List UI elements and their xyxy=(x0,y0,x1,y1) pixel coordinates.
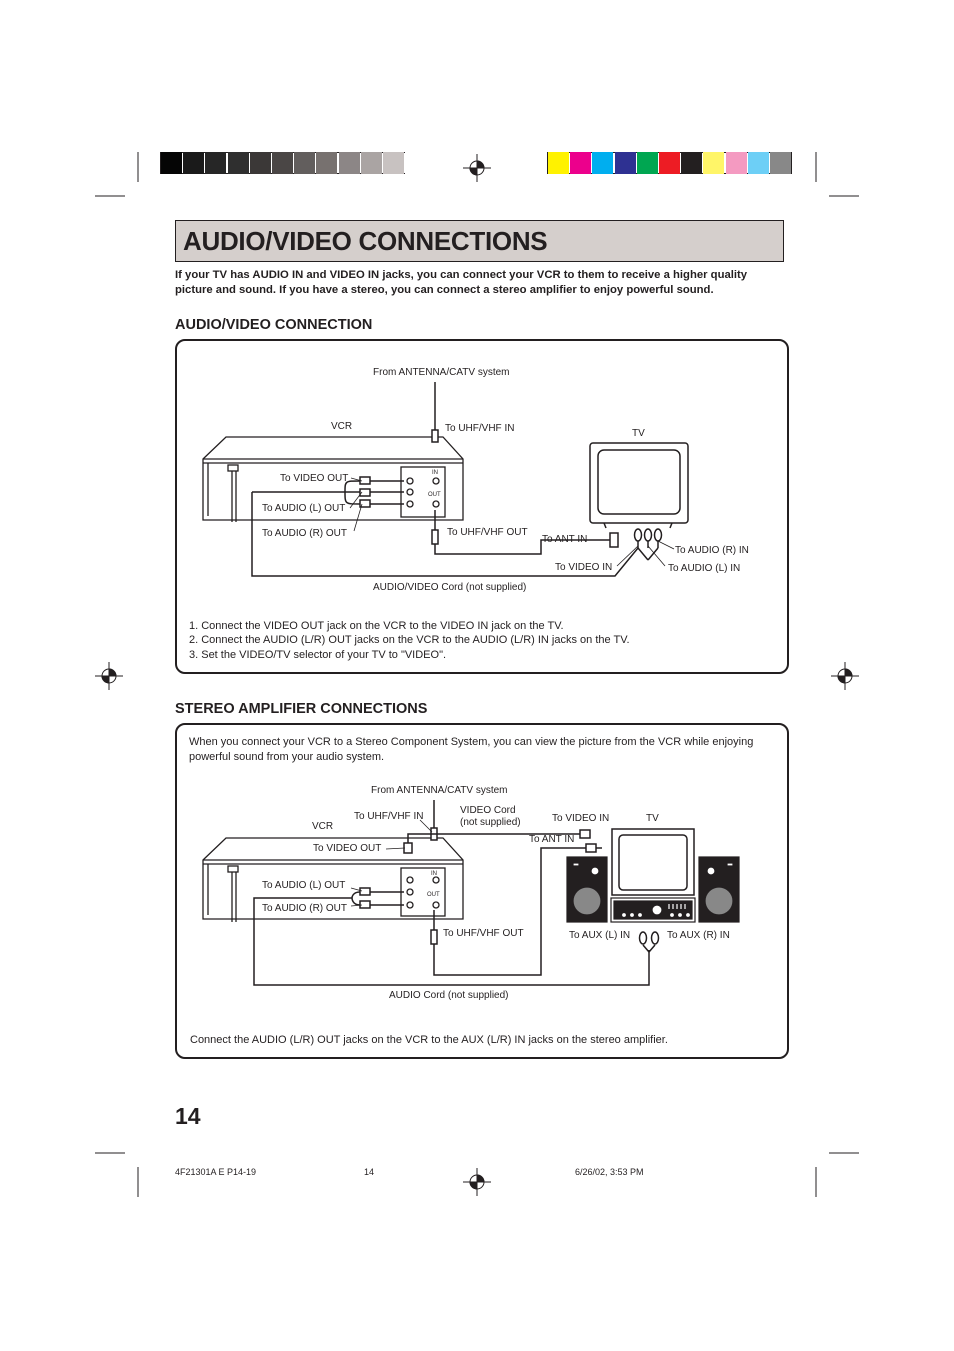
label2-video-out: To VIDEO OUT xyxy=(313,843,382,854)
amplifier-illustration xyxy=(610,897,696,923)
color-swatch xyxy=(405,152,427,174)
jack2-in-label: IN xyxy=(431,871,437,877)
label2-cord: AUDIO Cord (not supplied) xyxy=(389,990,509,1001)
label-antenna: From ANTENNA/CATV system xyxy=(373,367,510,378)
label-audio-l-in: To AUDIO (L) IN xyxy=(668,563,741,574)
label-vcr: VCR xyxy=(331,421,353,432)
footer-file: 4F21301A E P14-19 xyxy=(175,1167,257,1177)
color-swatch xyxy=(659,152,680,174)
color-swatch xyxy=(338,152,360,174)
label2-vcr: VCR xyxy=(312,821,334,832)
color-swatch xyxy=(548,152,569,174)
jack-out-label: OUT xyxy=(428,492,441,498)
label-audio-r-in: To AUDIO (R) IN xyxy=(675,545,749,556)
label2-aux-l-in: To AUX (L) IN xyxy=(569,930,631,941)
label2-tv: TV xyxy=(646,813,659,824)
speaker-right xyxy=(698,856,740,923)
label2-uhf-in: To UHF/VHF IN xyxy=(354,811,424,822)
color-swatch xyxy=(316,152,338,174)
color-swatch xyxy=(383,152,404,174)
color-swatch xyxy=(161,152,182,174)
label-audio-l-out: To AUDIO (L) OUT xyxy=(262,503,346,514)
label2-video-cord: VIDEO Cord xyxy=(460,805,516,816)
label-uhf-out: To UHF/VHF OUT xyxy=(447,527,528,538)
label-ant-in: To ANT IN xyxy=(542,534,588,545)
page-number: 14 xyxy=(175,1103,201,1129)
label-video-in: To VIDEO IN xyxy=(555,562,613,573)
label2-aux-r-in: To AUX (R) IN xyxy=(667,930,730,941)
step-1: 1. Connect the VIDEO OUT jack on the VCR… xyxy=(189,620,564,632)
label2-uhf-out: To UHF/VHF OUT xyxy=(443,928,524,939)
footer-date: 6/26/02, 3:53 PM xyxy=(575,1167,644,1177)
color-swatch xyxy=(747,152,769,174)
jack-in-label: IN xyxy=(432,470,438,476)
color-swatch xyxy=(770,152,791,174)
speaker-left xyxy=(566,856,608,923)
label2-video-in: To VIDEO IN xyxy=(552,813,610,824)
label-audio-r-out: To AUDIO (R) OUT xyxy=(262,528,348,539)
section1-heading: AUDIO/VIDEO CONNECTION xyxy=(175,317,373,333)
label2-not-supplied: (not supplied) xyxy=(460,817,521,828)
av-cables xyxy=(251,382,663,577)
label-uhf-in: To UHF/VHF IN xyxy=(445,423,515,434)
label2-antenna: From ANTENNA/CATV system xyxy=(371,785,508,796)
vcr-illustration xyxy=(202,436,464,522)
color-swatch xyxy=(614,152,636,174)
color-swatch xyxy=(360,152,382,174)
jack2-out-label: OUT xyxy=(427,892,440,898)
registration-mark-left xyxy=(95,662,123,690)
color-swatch xyxy=(294,152,316,174)
label-tv: TV xyxy=(632,428,645,439)
color-swatch xyxy=(272,152,293,174)
label2-audio-r-out: To AUDIO (R) OUT xyxy=(262,903,348,914)
color-swatch xyxy=(205,152,227,174)
color-swatch xyxy=(183,152,205,174)
color-swatch xyxy=(636,152,658,174)
stereo-cables xyxy=(253,800,660,986)
section2-intro: When you connect your VCR to a Stereo Co… xyxy=(189,736,754,763)
color-swatch xyxy=(703,152,725,174)
label2-audio-l-out: To AUDIO (L) OUT xyxy=(262,880,346,891)
registration-mark-bottom xyxy=(463,1168,491,1196)
color-swatch xyxy=(725,152,747,174)
section2-heading: STEREO AMPLIFIER CONNECTIONS xyxy=(175,701,428,717)
label2-ant-in: To ANT IN xyxy=(529,834,575,845)
intro-text: If your TV has AUDIO IN and VIDEO IN jac… xyxy=(175,269,748,296)
page-title: AUDIO/VIDEO CONNECTIONS xyxy=(183,226,548,256)
color-swatch xyxy=(227,152,249,174)
registration-mark-right xyxy=(831,662,859,690)
label-cord: AUDIO/VIDEO Cord (not supplied) xyxy=(373,582,527,593)
title-bar xyxy=(175,220,784,262)
footer-page: 14 xyxy=(364,1167,375,1177)
color-swatch xyxy=(570,152,592,174)
label-video-out: To VIDEO OUT xyxy=(280,473,349,484)
tv-illustration xyxy=(589,442,689,529)
color-swatch xyxy=(249,152,271,174)
section2-footer-text: Connect the AUDIO (L/R) OUT jacks on the… xyxy=(190,1034,668,1046)
color-swatch xyxy=(681,152,703,174)
step-2: 2. Connect the AUDIO (L/R) OUT jacks on … xyxy=(189,634,630,646)
color-swatch xyxy=(592,152,614,174)
step-3: 3. Set the VIDEO/TV selector of your TV … xyxy=(189,649,447,661)
tv-illustration-2 xyxy=(611,828,695,896)
registration-mark-top xyxy=(463,154,491,182)
